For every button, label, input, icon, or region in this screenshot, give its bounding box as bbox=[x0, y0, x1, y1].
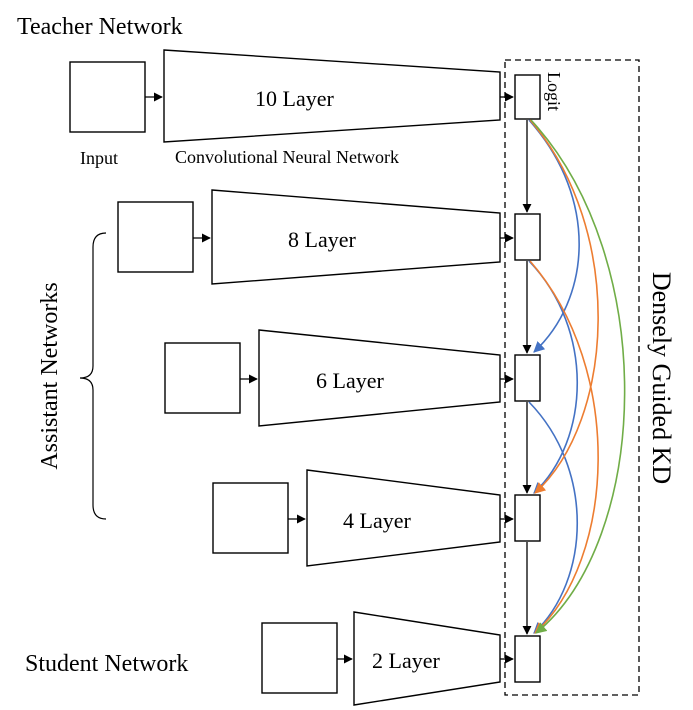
assistant-6-input-box bbox=[164, 342, 241, 414]
student-logit-box bbox=[514, 635, 541, 683]
teacher-input-box bbox=[69, 61, 146, 133]
assistant-networks-label: Assistant Networks bbox=[37, 282, 63, 469]
teacher-network-label: Teacher Network bbox=[17, 14, 183, 40]
assistant-4-logit-box bbox=[514, 494, 541, 542]
layer-label-4: 4 Layer bbox=[343, 508, 411, 533]
student-trapezoid bbox=[353, 611, 501, 706]
kd-connections bbox=[528, 119, 626, 634]
input-label: Input bbox=[80, 148, 118, 168]
assistant-8-trapezoid bbox=[211, 189, 501, 285]
layer-label-2: 2 Layer bbox=[372, 648, 440, 673]
assistant-8-logit-box bbox=[514, 213, 541, 261]
assistant-brace bbox=[79, 232, 107, 520]
student-input-box bbox=[261, 622, 338, 694]
layer-label-6: 6 Layer bbox=[316, 368, 384, 393]
student-network-label: Student Network bbox=[25, 651, 188, 677]
kd-curve-blue-6-2 bbox=[528, 401, 578, 634]
assistant-8-input-box bbox=[117, 201, 194, 273]
kd-curve-blue-10-6 bbox=[528, 119, 580, 353]
assistant-6-trapezoid bbox=[258, 329, 501, 427]
kd-curve-green-10-2 bbox=[530, 119, 626, 634]
logit-label: Logit bbox=[544, 72, 564, 111]
densely-guided-kd-label: Densely Guided KD bbox=[647, 272, 676, 484]
assistant-4-trapezoid bbox=[306, 469, 501, 567]
assistant-4-input-box bbox=[212, 482, 289, 554]
teacher-cnn-trapezoid bbox=[163, 49, 501, 143]
cnn-label: Convolutional Neural Network bbox=[175, 147, 399, 167]
teacher-logit-box bbox=[514, 74, 541, 120]
assistant-6-logit-box bbox=[514, 354, 541, 402]
kd-curve-orange-8-2 bbox=[529, 260, 599, 634]
kd-curve-orange-10-4 bbox=[529, 119, 599, 494]
layer-label-10: 10 Layer bbox=[255, 86, 334, 111]
layer-label-8: 8 Layer bbox=[288, 227, 356, 252]
